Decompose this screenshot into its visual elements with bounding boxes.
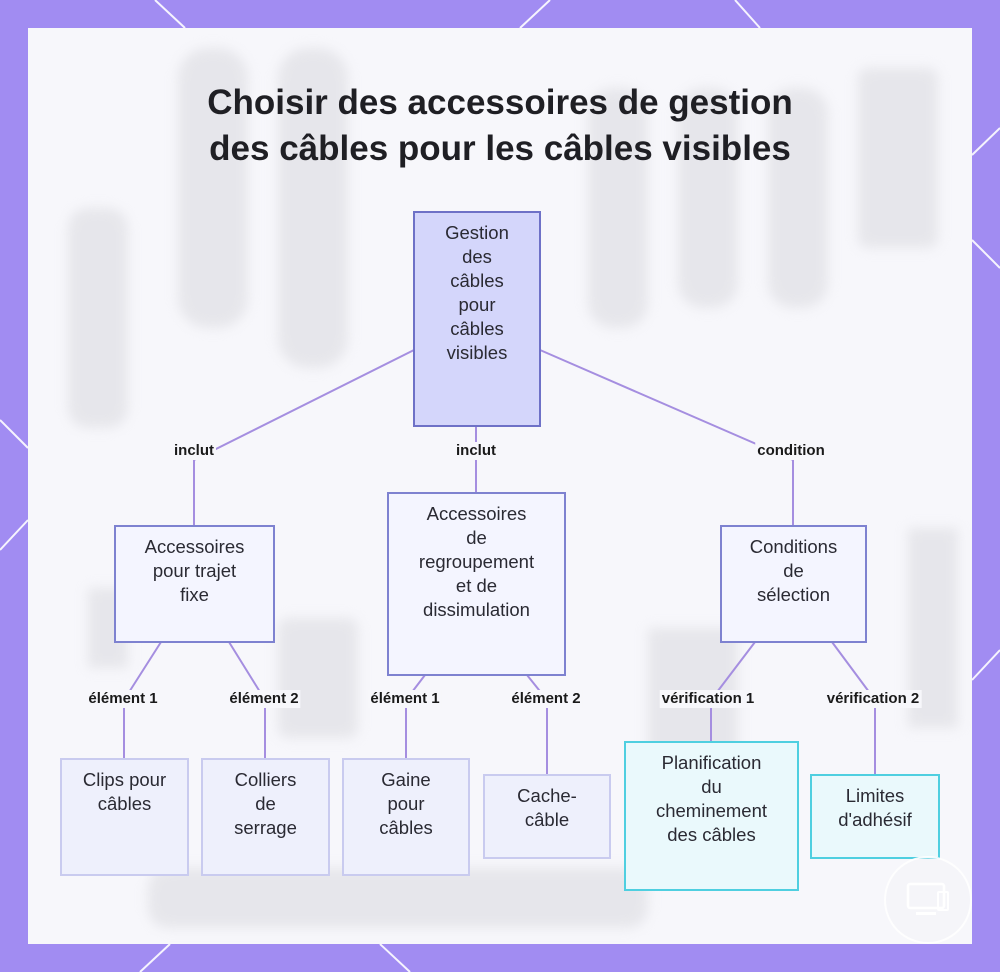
node-route-planning-line: du (701, 776, 722, 797)
node-cable-cover: Cache- câble (483, 774, 611, 859)
edge-bundling-item1 (405, 674, 426, 759)
node-cable-cover-line: Cache- (517, 785, 577, 806)
node-cable-cover-line: câble (524, 809, 570, 830)
title-line-2: des câbles pour les câbles visibles (209, 129, 791, 168)
node-bundling-line: Accessoires (426, 503, 527, 524)
edge-root-to-conditions (539, 349, 794, 526)
node-adhesive-limits-line: d'adhésif (838, 809, 912, 830)
edge-check2 (831, 641, 876, 775)
edge-label-root-to-conditions: condition (755, 442, 827, 460)
node-cable-ties-line: de (255, 793, 276, 814)
node-route-planning-line: cheminement (655, 800, 768, 821)
edge-label-bundling-item1: élément 1 (368, 690, 442, 708)
node-adhesive-limits: Limites d'adhésif (810, 774, 940, 859)
node-adhesive-limits-line: Limites (845, 785, 905, 806)
node-cable-sleeve-line: câbles (379, 817, 433, 838)
node-cable-ties-line: serrage (234, 817, 297, 838)
background-tools-illustration (68, 48, 958, 928)
node-conditions-line: de (783, 560, 804, 581)
watermark-monitor-icon (884, 856, 972, 944)
node-cable-ties-line: Colliers (234, 769, 297, 790)
node-fixed-path-text: Accessoires pour trajet fixe (145, 535, 245, 607)
node-cable-clips-line: câbles (97, 793, 152, 814)
node-cable-sleeve: Gaine pour câbles (342, 758, 470, 876)
edge-label-check1: vérification 1 (659, 690, 757, 708)
edge-label-check2: vérification 2 (824, 690, 922, 708)
edge-label-fixed-item1: élément 1 (86, 690, 160, 708)
title-line-1: Choisir des accessoires de gestion (207, 83, 793, 122)
node-fixed-path-line: pour trajet (152, 560, 237, 581)
node-adhesive-limits-text: Limites d'adhésif (838, 784, 911, 832)
node-cable-sleeve-line: Gaine (381, 769, 431, 790)
node-cable-ties: Colliers de serrage (201, 758, 330, 876)
diagram-title: Choisir des accessoires de gestion des c… (0, 80, 1000, 172)
node-route-planning-line: des câbles (667, 824, 756, 845)
edge-label-fixed-item2: élément 2 (227, 690, 301, 708)
node-root-line: Gestion (445, 222, 509, 243)
node-root-line: visibles (446, 342, 508, 363)
edge-root-to-fixed (193, 349, 415, 526)
edge-label-root-to-fixed: inclut (172, 442, 216, 460)
node-bundling-line: regroupement (418, 551, 535, 572)
node-bundling-line: et de (455, 575, 498, 596)
node-fixed-path-line: Accessoires (144, 536, 245, 557)
node-bundling-text: Accessoires de regroupement et de dissim… (419, 502, 534, 622)
node-cable-cover-text: Cache- câble (517, 784, 577, 832)
monitor-icon (906, 882, 949, 915)
node-conditions-line: Conditions (749, 536, 838, 557)
node-conditions-line: sélection (756, 584, 830, 605)
node-route-planning-text: Planification du cheminement des câbles (656, 751, 767, 847)
node-root-line: des (462, 246, 492, 267)
node-route-planning-line: Planification (661, 752, 762, 773)
node-root-line: câbles (450, 318, 504, 339)
node-root-line: pour (458, 294, 496, 315)
node-cable-sleeve-text: Gaine pour câbles (379, 768, 432, 840)
node-bundling-accessories: Accessoires de regroupement et de dissim… (387, 492, 566, 676)
node-root-line: câbles (450, 270, 504, 291)
node-conditions-text: Conditions de sélection (750, 535, 837, 607)
node-root-text: Gestion des câbles pour câbles visibles (445, 221, 509, 365)
node-bundling-line: de (466, 527, 487, 548)
node-cable-clips-text: Clips pour câbles (83, 768, 166, 816)
node-route-planning: Planification du cheminement des câbles (624, 741, 799, 891)
node-selection-conditions: Conditions de sélection (720, 525, 867, 643)
node-fixed-path-line: fixe (180, 584, 209, 605)
edge-label-root-to-bundling: inclut (454, 442, 498, 460)
node-cable-sleeve-line: pour (387, 793, 425, 814)
node-cable-clips: Clips pour câbles (60, 758, 189, 876)
node-root: Gestion des câbles pour câbles visibles (413, 211, 541, 427)
node-cable-clips-line: Clips pour (82, 769, 167, 790)
node-fixed-path-accessories: Accessoires pour trajet fixe (114, 525, 275, 643)
edge-label-bundling-item2: élément 2 (509, 690, 583, 708)
node-cable-ties-text: Colliers de serrage (234, 768, 297, 840)
node-bundling-line: dissimulation (423, 599, 530, 620)
